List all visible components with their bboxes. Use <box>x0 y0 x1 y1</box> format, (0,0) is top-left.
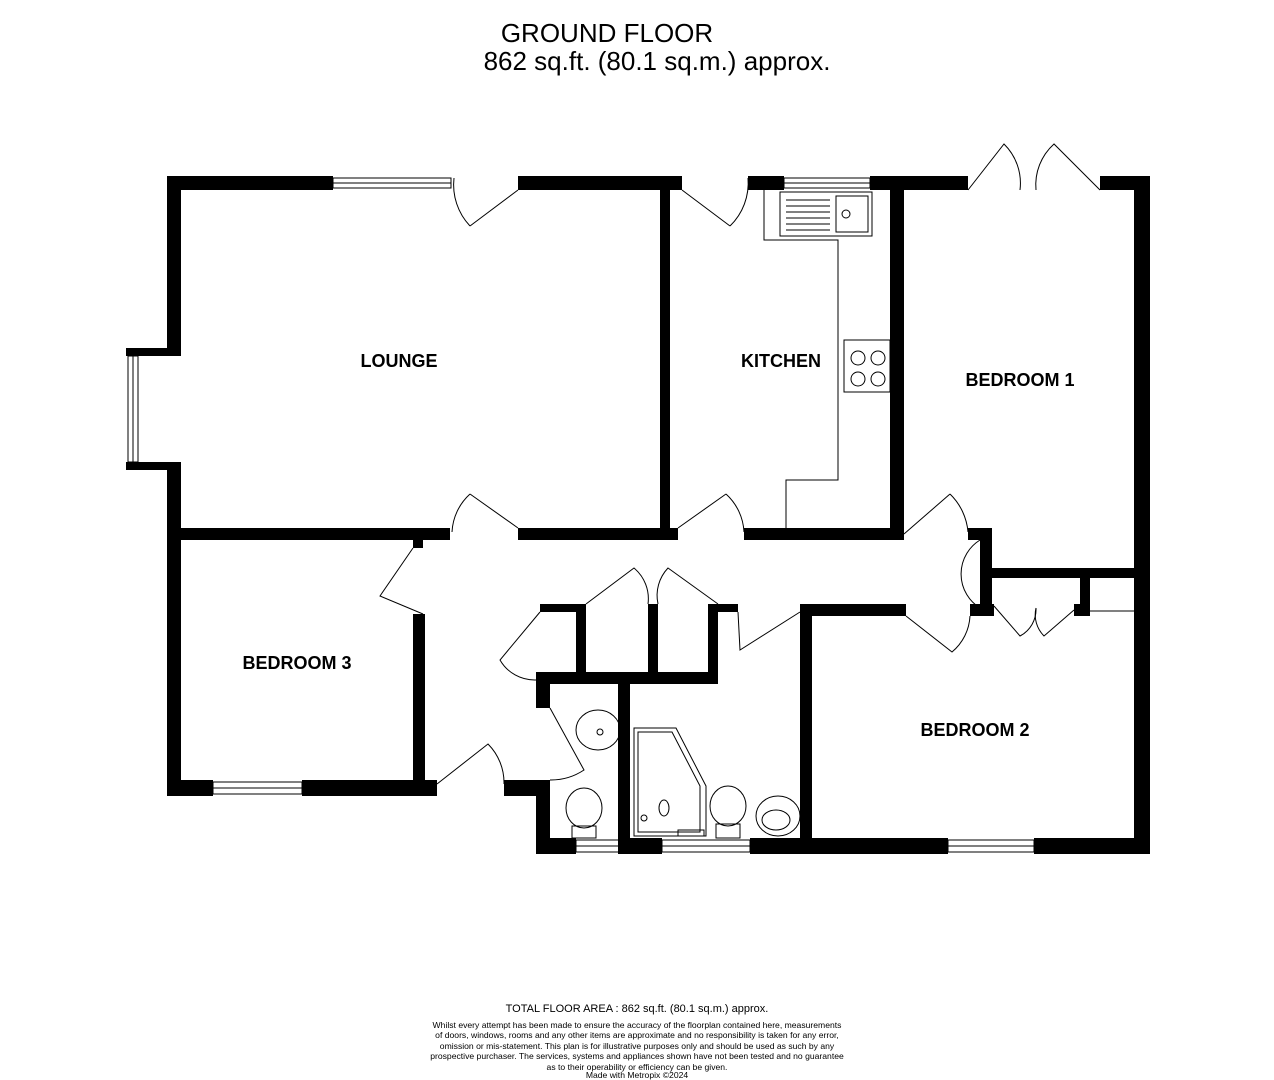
made-with-credit: Made with Metropix ©2024 <box>585 1070 689 1080</box>
disclaimer-line: Whilst every attempt has been made to en… <box>432 1020 842 1030</box>
room-label-bedroom-1: BEDROOM 1 <box>965 370 1074 390</box>
drainer-lines <box>786 199 830 231</box>
disclaimer-line: omission or mis-statement. This plan is … <box>439 1040 835 1051</box>
disclaimer-line: prospective purchaser. The services, sys… <box>430 1051 844 1062</box>
kitchen-fixtures <box>763 190 891 528</box>
room-label-bedroom-3: BEDROOM 3 <box>242 653 351 673</box>
total-floor-area: TOTAL FLOOR AREA : 862 sq.ft. (80.1 sq.m… <box>505 1003 769 1015</box>
disclaimer: Whilst every attempt has been made to en… <box>337 1020 937 1072</box>
disclaimer-line: as to their operability or efficiency ca… <box>546 1061 728 1072</box>
bathroom-fixtures <box>565 709 801 839</box>
disclaimer-line: of doors, windows, rooms and any other i… <box>435 1030 839 1041</box>
room-label-lounge: LOUNGE <box>360 351 437 371</box>
doors <box>379 143 1101 785</box>
room-label-kitchen: KITCHEN <box>741 351 821 371</box>
windows <box>127 177 1140 853</box>
room-label-bedroom-2: BEDROOM 2 <box>920 720 1029 740</box>
floor-area: 862 sq.ft. (80.1 sq.m.) approx. <box>483 46 831 76</box>
floor-title: GROUND FLOOR <box>500 18 714 48</box>
room-labels: LOUNGE KITCHEN BEDROOM 1 BEDROOM 2 BEDRO… <box>242 351 1074 740</box>
walls <box>126 176 1150 854</box>
